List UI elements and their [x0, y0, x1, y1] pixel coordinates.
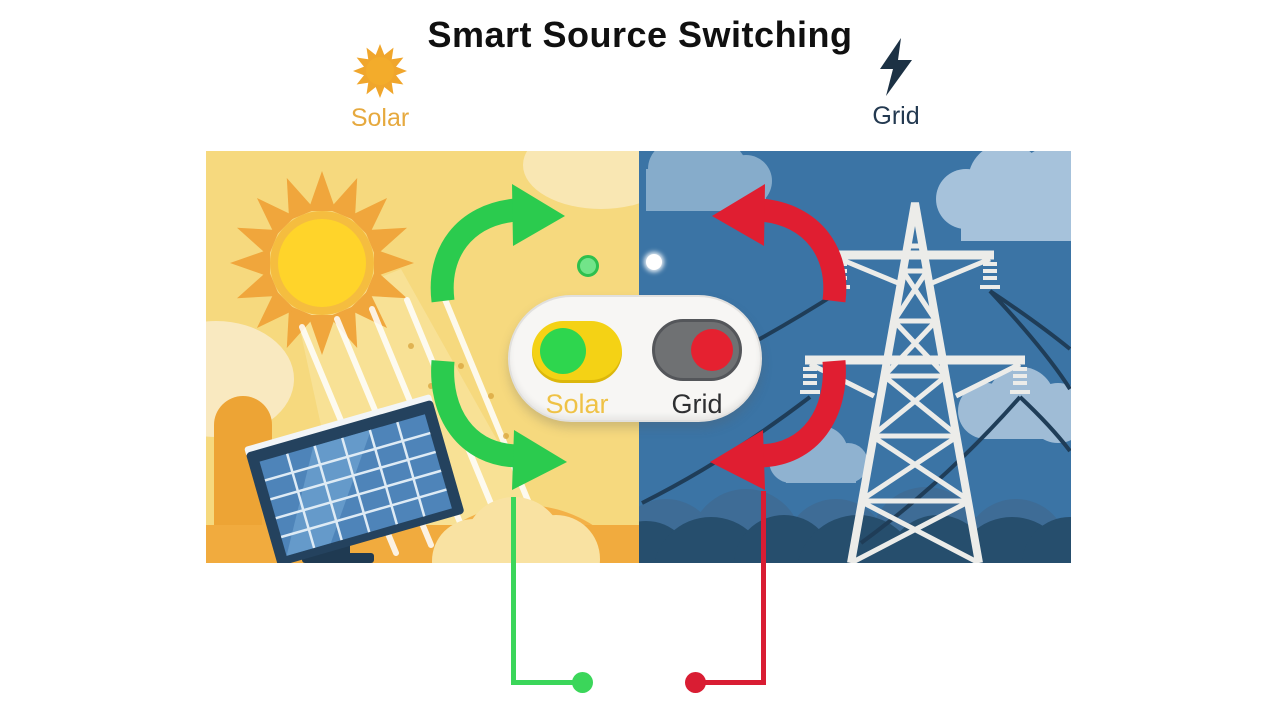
solar-active-indicator-dot [577, 255, 599, 277]
lightning-bolt-icon [880, 38, 912, 96]
solar-connector-line-vertical [511, 497, 516, 685]
grid-toggle-knob [691, 329, 733, 371]
source-switch-panel: Solar Grid [508, 295, 762, 422]
grid-toggle[interactable] [652, 319, 742, 381]
sun-illustration [230, 171, 414, 355]
grid-connector-line-horizontal [701, 680, 765, 685]
solar-scene [206, 151, 639, 563]
green-cycle-arrows [430, 184, 567, 490]
grid-connector-line-vertical [761, 491, 766, 685]
switch-grid-label: Grid [671, 389, 723, 419]
solar-panel-illustration [244, 394, 464, 563]
solar-toggle[interactable] [532, 321, 622, 383]
cloud-top-right [936, 151, 1071, 241]
dune-column [214, 396, 272, 563]
grid-indicator-dot [646, 254, 662, 270]
transmission-tower-illustration [800, 202, 1030, 563]
illustration [206, 151, 1071, 563]
panel-base [302, 553, 374, 563]
switch-solar-label: Solar [545, 389, 609, 419]
solar-connector-endpoint-dot [572, 672, 593, 693]
page-title: Smart Source Switching [427, 14, 853, 55]
sun-icon [353, 44, 407, 98]
illustration-svg [206, 151, 1071, 563]
red-cycle-arrows [710, 184, 847, 490]
solar-connector-line-horizontal [511, 680, 575, 685]
legend-grid: Grid [846, 36, 946, 131]
legend-grid-label: Grid [872, 102, 920, 130]
legend-solar-label: Solar [350, 104, 410, 132]
pale-cloud [523, 151, 639, 209]
solar-toggle-knob [540, 328, 586, 374]
grid-connector-endpoint-dot [685, 672, 706, 693]
cream-cloud-bottom [432, 497, 600, 563]
legend-solar: Solar [330, 42, 430, 133]
